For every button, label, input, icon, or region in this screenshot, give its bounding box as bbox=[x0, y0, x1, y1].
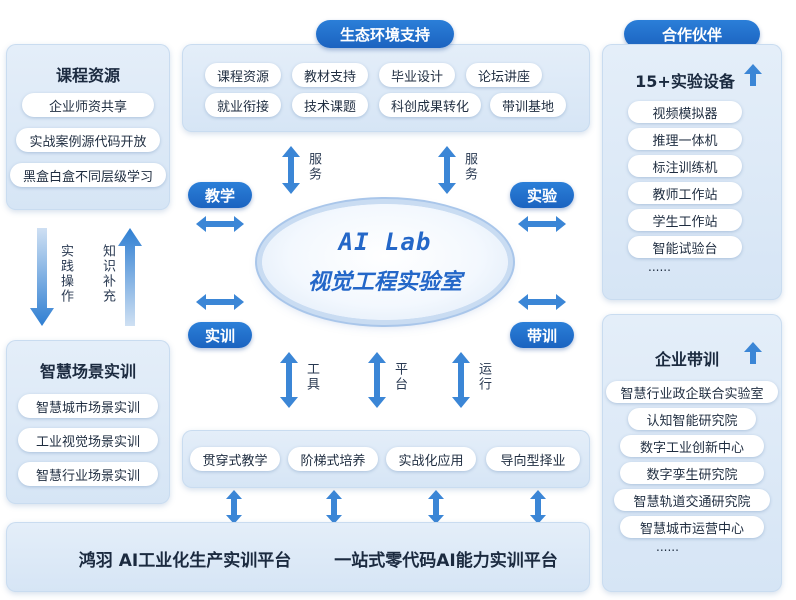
enterprise-up-arrow bbox=[744, 342, 762, 364]
platform-link-arrow bbox=[428, 490, 444, 524]
scenario-title: 智慧场景实训 bbox=[39, 362, 136, 381]
tool-label: 工具 bbox=[304, 362, 319, 392]
equipment-title: 15+实验设备 bbox=[635, 72, 735, 91]
platform-arrow bbox=[368, 352, 386, 408]
course-item: 企业师资共享 bbox=[22, 93, 154, 117]
eco-item-training-base: 带训基地 bbox=[490, 93, 566, 117]
equipment-ellipsis: ...... bbox=[648, 260, 671, 274]
platform-link-arrow bbox=[226, 490, 242, 524]
ecosystem-panel bbox=[182, 44, 590, 132]
scenario-item: 工业视觉场景实训 bbox=[18, 428, 158, 452]
equipment-up-arrow bbox=[744, 64, 762, 86]
practice-label: 实践操作 bbox=[58, 244, 73, 304]
eco-item-course: 课程资源 bbox=[205, 63, 281, 87]
platform-name-1: 鸿羽 AI工业化生产实训平台 bbox=[78, 551, 292, 571]
service-arrow-left bbox=[282, 146, 300, 194]
eco-item-graduation: 毕业设计 bbox=[379, 63, 455, 87]
ecosystem-tab: 生态环境支持 bbox=[316, 20, 454, 48]
ai-lab-subtitle: 视觉工程实验室 bbox=[307, 270, 462, 295]
scenario-item: 智慧行业场景实训 bbox=[18, 462, 158, 486]
double-arrow-left-bottom bbox=[196, 294, 244, 310]
enterprise-item: 认知智能研究院 bbox=[628, 408, 756, 430]
scenario-item: 智慧城市场景实训 bbox=[18, 394, 158, 418]
ai-lab-ellipse bbox=[262, 204, 508, 320]
enterprise-ellipsis: ...... bbox=[656, 540, 679, 554]
eco-item-innovation: 科创成果转化 bbox=[379, 93, 481, 117]
enterprise-item: 数字孪生研究院 bbox=[620, 462, 764, 484]
equipment-item: 标注训练机 bbox=[628, 155, 742, 177]
enterprise-item: 数字工业创新中心 bbox=[620, 435, 764, 457]
tab-training: 实训 bbox=[188, 322, 252, 348]
tab-mentoring: 带训 bbox=[510, 322, 574, 348]
equipment-item: 视频模拟器 bbox=[628, 101, 742, 123]
eco-item-tech-topics: 技术课题 bbox=[292, 93, 368, 117]
course-title: 课程资源 bbox=[55, 66, 120, 85]
platform-name-2: 一站式零代码AI能力实训平台 bbox=[334, 551, 558, 571]
tool-arrow bbox=[280, 352, 298, 408]
method-item: 阶梯式培养 bbox=[288, 447, 378, 471]
operation-arrow bbox=[452, 352, 470, 408]
platform-panel bbox=[6, 522, 590, 592]
knowledge-up-arrow bbox=[118, 228, 142, 326]
course-item: 实战案例源代码开放 bbox=[16, 128, 160, 152]
method-item: 实战化应用 bbox=[386, 447, 476, 471]
platform-link-arrow bbox=[326, 490, 342, 524]
practice-down-arrow bbox=[30, 228, 54, 326]
knowledge-label: 知识补充 bbox=[100, 244, 115, 304]
partner-tab: 合作伙伴 bbox=[624, 20, 760, 48]
enterprise-title: 企业带训 bbox=[654, 350, 719, 369]
platform-label: 平台 bbox=[392, 362, 407, 392]
course-item: 黑盒白盒不同层级学习 bbox=[10, 163, 166, 187]
ai-lab-title: AI Lab bbox=[338, 228, 432, 256]
enterprise-item: 智慧行业政企联合实验室 bbox=[606, 381, 778, 403]
operation-label: 运行 bbox=[476, 362, 491, 392]
service-arrow-right bbox=[438, 146, 456, 194]
tab-teaching: 教学 bbox=[188, 182, 252, 208]
enterprise-item: 智慧城市运营中心 bbox=[620, 516, 764, 538]
equipment-item: 教师工作站 bbox=[628, 182, 742, 204]
tab-experiment: 实验 bbox=[510, 182, 574, 208]
equipment-item: 智能试验台 bbox=[628, 236, 742, 258]
double-arrow-right-bottom bbox=[518, 294, 566, 310]
double-arrow-left-top bbox=[196, 216, 244, 232]
eco-item-forum: 论坛讲座 bbox=[466, 63, 542, 87]
service-label: 服务 bbox=[306, 152, 321, 182]
service-label: 服务 bbox=[462, 152, 477, 182]
eco-item-employment: 就业衔接 bbox=[205, 93, 281, 117]
eco-item-textbook: 教材支持 bbox=[292, 63, 368, 87]
platform-link-arrow bbox=[530, 490, 546, 524]
equipment-item: 推理一体机 bbox=[628, 128, 742, 150]
equipment-item: 学生工作站 bbox=[628, 209, 742, 231]
method-item: 导向型择业 bbox=[486, 447, 580, 471]
enterprise-item: 智慧轨道交通研究院 bbox=[614, 489, 770, 511]
method-item: 贯穿式教学 bbox=[190, 447, 280, 471]
double-arrow-right-top bbox=[518, 216, 566, 232]
